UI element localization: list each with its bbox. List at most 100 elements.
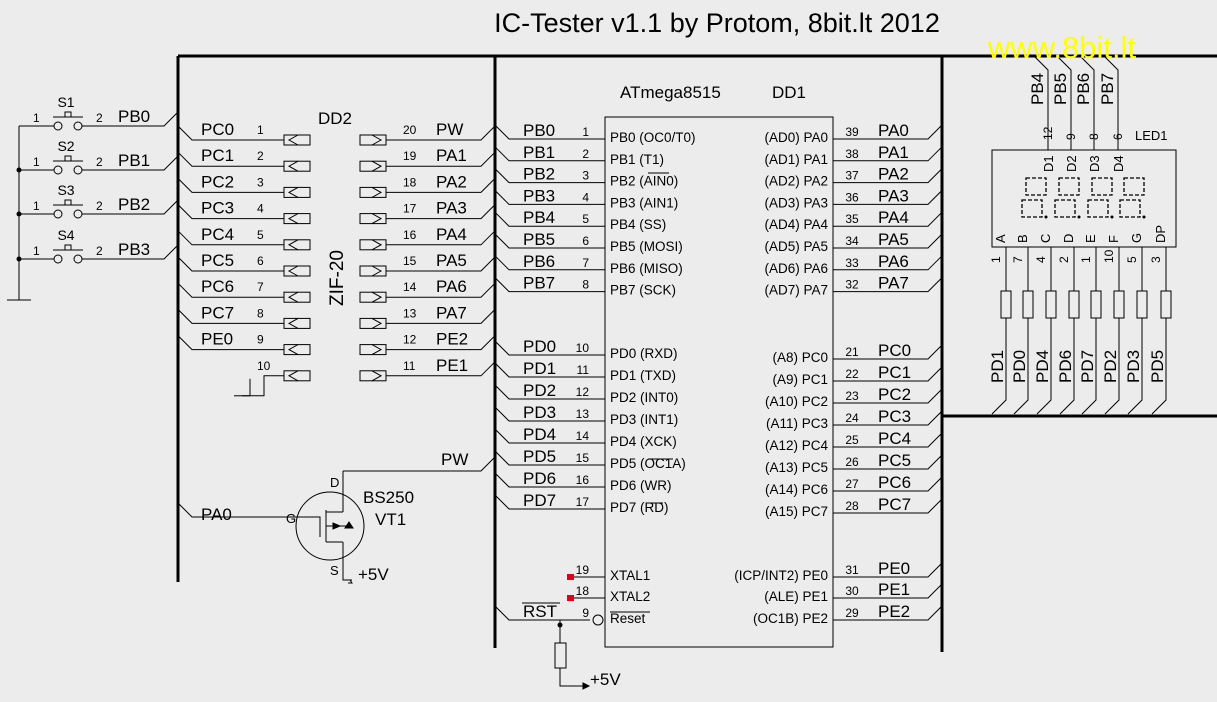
mcu-right-pin-function: (A10) PC2 — [765, 394, 828, 409]
zif-pin-number: 8 — [257, 306, 264, 320]
zif-contact — [283, 344, 311, 356]
led-resistor-wire — [1036, 318, 1052, 415]
mcu-body — [604, 116, 834, 648]
mcu-right-net: PC2 — [878, 385, 911, 404]
led-digit-label: D3 — [1087, 155, 1102, 172]
segment-upper — [1025, 177, 1047, 196]
led-segment-net: PD0 — [1010, 350, 1029, 383]
mcu-left-pin-function: XTAL2 — [610, 589, 650, 604]
mcu-left-pin-number: 11 — [577, 363, 590, 377]
zif-right-wire — [386, 125, 496, 141]
zif-contact — [359, 213, 387, 225]
mcu-left-pin-number: 10 — [576, 341, 590, 355]
led-segment-pin: 5 — [1125, 256, 1139, 263]
mcu-right-wire — [833, 476, 943, 492]
mcu-right-wire — [833, 146, 943, 162]
zif-contact — [283, 239, 311, 251]
junction-dot — [16, 256, 22, 262]
reset-junction — [557, 622, 563, 628]
mcu-right-pin-number: 26 — [845, 455, 859, 469]
zif-contact — [283, 213, 311, 225]
mcu-right-net: PA0 — [878, 121, 909, 140]
mcu-right-net: PA7 — [878, 274, 909, 293]
zif-contact — [283, 134, 311, 146]
zif-left-wire — [177, 125, 284, 141]
transistor-source — [342, 542, 352, 581]
mcu-left-net: PB3 — [523, 186, 555, 205]
zif-contact — [359, 344, 387, 356]
led-digit-glyph — [1054, 177, 1081, 219]
zif-left-net: PC1 — [201, 146, 234, 165]
mcu-left-pin-number: 16 — [576, 473, 590, 487]
zif-contact-mark — [371, 265, 383, 277]
reset-supply-wire — [559, 668, 583, 687]
led-segment-net: PD3 — [1124, 350, 1143, 383]
mcu-right-pin-number: 38 — [845, 147, 859, 161]
zif-right-wire — [386, 204, 496, 220]
mcu-right-pin-function: (AD5) PA5 — [764, 239, 828, 254]
led-resistor-wire — [1104, 318, 1120, 415]
led-digit-label: D1 — [1041, 155, 1056, 172]
led-segment-pin: 4 — [1034, 256, 1048, 263]
zif-contact-mark — [287, 134, 299, 146]
zif-contact-mark — [371, 213, 383, 225]
mcu-left-pin-number: 1 — [582, 125, 589, 139]
zif-contact-mark — [371, 291, 383, 303]
transistor-diode — [344, 521, 354, 529]
switch-pin-number: 2 — [96, 111, 103, 125]
switch-pin-number: 2 — [96, 155, 103, 169]
transistor-body — [295, 491, 365, 561]
mcu-left-pin-function: PD4 (XCK) — [610, 434, 677, 449]
mcu-left-pin-function: PD5 (OC1A) — [610, 456, 686, 471]
switch-net-label: PB0 — [118, 107, 150, 126]
mcu-left-net: PD7 — [523, 491, 556, 510]
mcu-right-wire — [833, 454, 943, 470]
mcu-right-pin-function: (AD6) PA6 — [764, 261, 828, 276]
mcu-left-pin-function: PD3 (INT1) — [610, 412, 678, 427]
zif-pin-number: 17 — [403, 202, 417, 216]
led-segment-net: PD6 — [1056, 350, 1075, 383]
zif-left-net: PC4 — [201, 225, 234, 244]
zif-right-wire — [386, 256, 496, 272]
reset-supply: +5V — [590, 670, 621, 689]
led-digit-glyph — [1087, 177, 1114, 219]
led-resistor-wire — [1127, 318, 1143, 415]
zif-contact-mark — [371, 370, 383, 382]
mcu-left-wire — [494, 168, 605, 184]
transistor-source-pin: S — [330, 563, 339, 578]
mcu-left-pin-number: 6 — [582, 234, 589, 248]
zif-contact-mark — [287, 370, 299, 382]
mcu-right-net: PC3 — [878, 407, 911, 426]
mcu-right-wire — [833, 562, 943, 578]
switch-name: S4 — [57, 227, 74, 243]
mcu-left-wire — [494, 450, 605, 466]
mcu-left-net: PB1 — [523, 143, 555, 162]
zif-contact — [283, 265, 311, 277]
mcu-left-pin-number: 5 — [582, 212, 589, 226]
zif-contact-mark — [371, 160, 383, 172]
led-segment-label: DP — [1153, 225, 1168, 243]
mcu-left-wire — [494, 362, 605, 378]
mcu-left-pin-function: PD2 (INT0) — [610, 390, 678, 405]
led-segment-label: A — [993, 234, 1008, 243]
led-digit-glyph — [1021, 177, 1048, 219]
zif-pin-number: 11 — [403, 359, 416, 373]
mcu-left-net: PD5 — [523, 447, 556, 466]
zif-pin-number: 10 — [257, 359, 271, 373]
zif-contact-mark — [287, 213, 299, 225]
mcu-right-pin-function: (AD2) PA2 — [764, 174, 828, 189]
zif-contact-mark — [287, 265, 299, 277]
zif-left-net: PC5 — [201, 251, 234, 270]
mcu-right-pin-number: 30 — [845, 584, 859, 598]
mcu-right-pin-function: (ALE) PE1 — [764, 589, 828, 604]
mcu-right-pin-function: (OC1B) PE2 — [753, 611, 828, 626]
mcu-left-wire — [494, 384, 605, 400]
mcu-left-pin-function: PB7 (SCK) — [610, 283, 676, 298]
transistor-drain-net: PW — [441, 450, 468, 469]
mcu-right-pin-function: (AD4) PA4 — [764, 217, 828, 232]
transistor-drain-pin: D — [330, 475, 339, 490]
mcu-right-pin-number: 24 — [845, 411, 859, 425]
led-segment-label: E — [1083, 234, 1098, 243]
led-digit-pin: 12 — [1041, 126, 1055, 140]
